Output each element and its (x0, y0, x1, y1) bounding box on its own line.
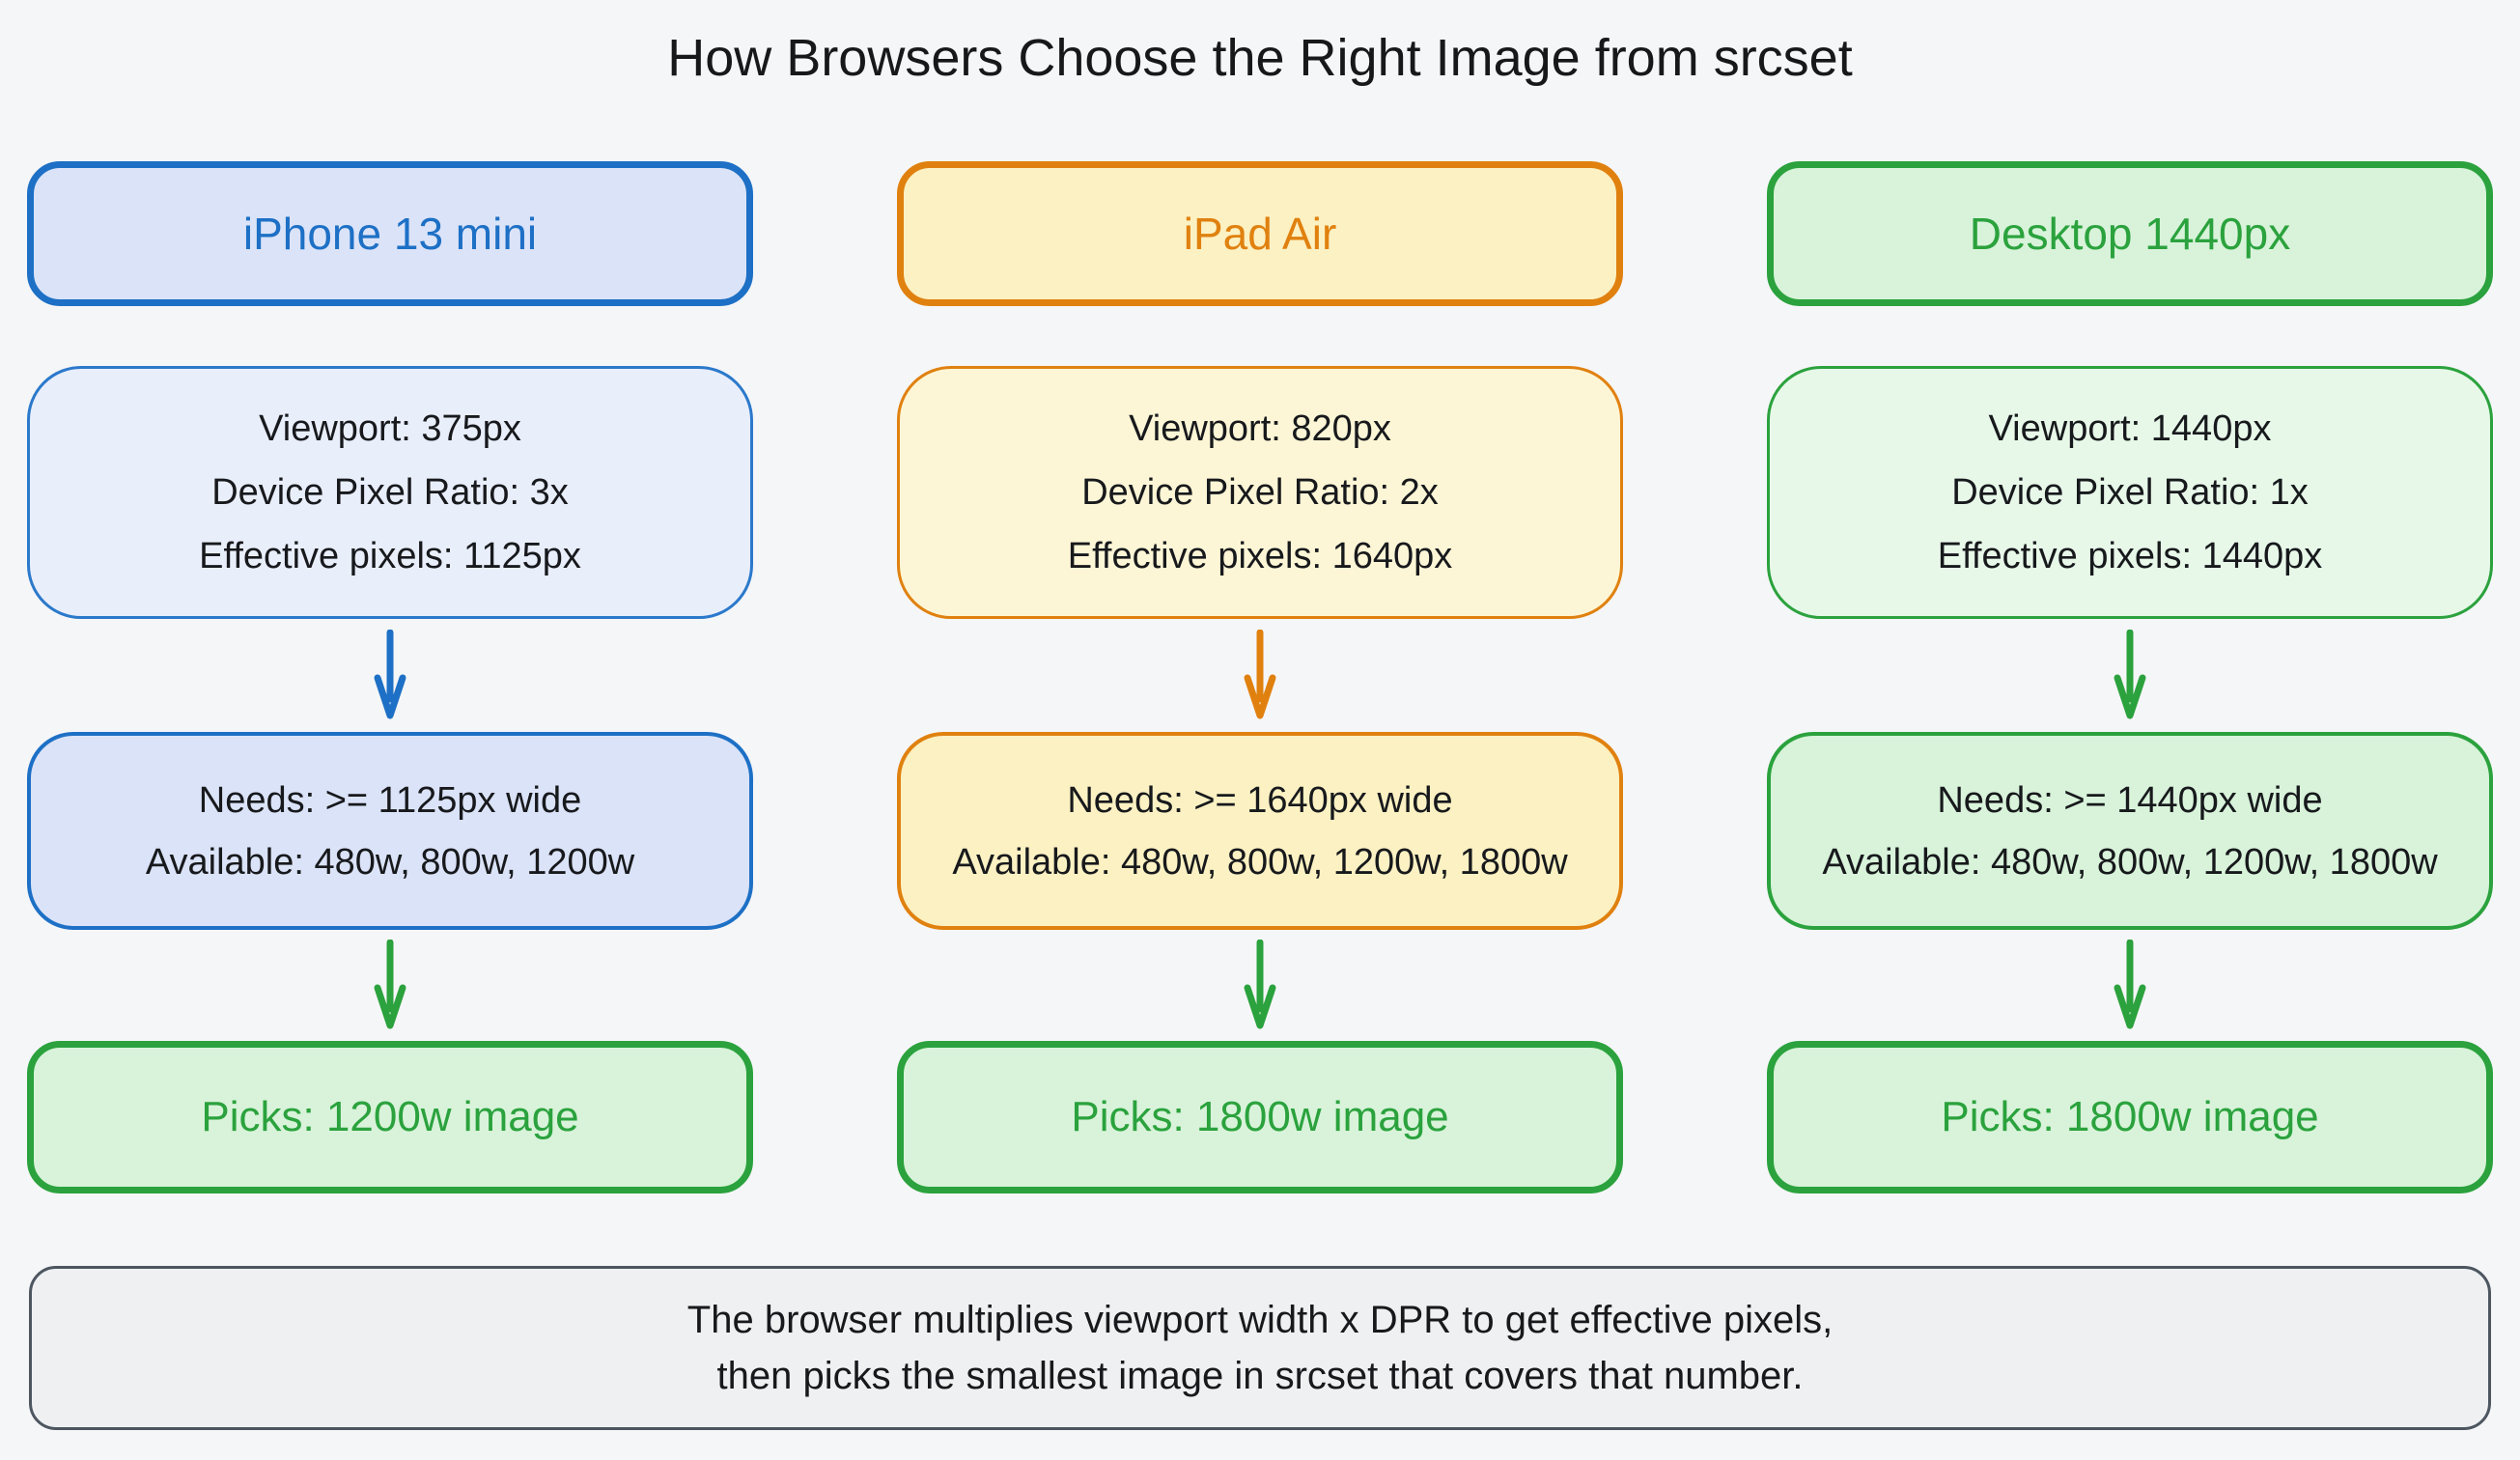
arrow-down-icon (2114, 939, 2146, 1028)
column-desktop-1440px: Desktop 1440px Viewport: 1440px Device P… (1767, 161, 2493, 1193)
note-line: The browser multiplies viewport width x … (686, 1299, 1834, 1341)
available-line: Available: 480w, 800w, 1200w (145, 841, 635, 883)
column-iphone-13-mini: iPhone 13 mini Viewport: 375px Device Pi… (27, 161, 753, 1193)
device-header-box: iPhone 13 mini (27, 161, 753, 306)
needs-box: Needs: >= 1640px wide Available: 480w, 8… (897, 732, 1623, 930)
viewport-line: Viewport: 375px (259, 408, 521, 449)
note-line: then picks the smallest image in srcset … (716, 1355, 1804, 1397)
device-header-box: Desktop 1440px (1767, 161, 2493, 306)
dpr-line: Device Pixel Ratio: 3x (211, 472, 569, 513)
arrow-row (897, 619, 1623, 732)
arrow-down-icon (1244, 939, 1276, 1028)
device-columns: iPhone 13 mini Viewport: 375px Device Pi… (27, 161, 2493, 1193)
effective-pixels-line: Effective pixels: 1640px (1067, 536, 1453, 576)
arrow-row (27, 619, 753, 732)
needs-box: Needs: >= 1440px wide Available: 480w, 8… (1767, 732, 2493, 930)
arrow-row (897, 930, 1623, 1041)
available-line: Available: 480w, 800w, 1200w, 1800w (952, 841, 1568, 883)
picks-box: Picks: 1800w image (897, 1041, 1623, 1193)
dpr-line: Device Pixel Ratio: 1x (1951, 472, 2309, 513)
viewport-info-box: Viewport: 820px Device Pixel Ratio: 2x E… (897, 366, 1623, 619)
arrow-row (1767, 619, 2493, 732)
viewport-line: Viewport: 820px (1129, 408, 1391, 449)
device-header-box: iPad Air (897, 161, 1623, 306)
viewport-line: Viewport: 1440px (1988, 408, 2272, 449)
arrow-down-icon (2114, 629, 2146, 718)
arrow-down-icon (1244, 629, 1276, 718)
dpr-line: Device Pixel Ratio: 2x (1081, 472, 1439, 513)
diagram-title: How Browsers Choose the Right Image from… (667, 29, 1853, 87)
needs-line: Needs: >= 1125px wide (198, 779, 582, 821)
arrow-row (27, 930, 753, 1041)
arrow-down-icon (374, 939, 406, 1028)
column-ipad-air: iPad Air Viewport: 820px Device Pixel Ra… (897, 161, 1623, 1193)
arrow-down-icon (374, 629, 406, 718)
picks-box: Picks: 1200w image (27, 1041, 753, 1193)
arrow-row (1767, 930, 2493, 1041)
needs-box: Needs: >= 1125px wide Available: 480w, 8… (27, 732, 753, 930)
needs-line: Needs: >= 1640px wide (1067, 779, 1453, 821)
effective-pixels-line: Effective pixels: 1440px (1937, 536, 2323, 576)
explanation-note: The browser multiplies viewport width x … (29, 1266, 2491, 1430)
viewport-info-box: Viewport: 1440px Device Pixel Ratio: 1x … (1767, 366, 2493, 619)
effective-pixels-line: Effective pixels: 1125px (199, 536, 581, 576)
viewport-info-box: Viewport: 375px Device Pixel Ratio: 3x E… (27, 366, 753, 619)
available-line: Available: 480w, 800w, 1200w, 1800w (1822, 841, 2438, 883)
needs-line: Needs: >= 1440px wide (1937, 779, 2323, 821)
picks-box: Picks: 1800w image (1767, 1041, 2493, 1193)
